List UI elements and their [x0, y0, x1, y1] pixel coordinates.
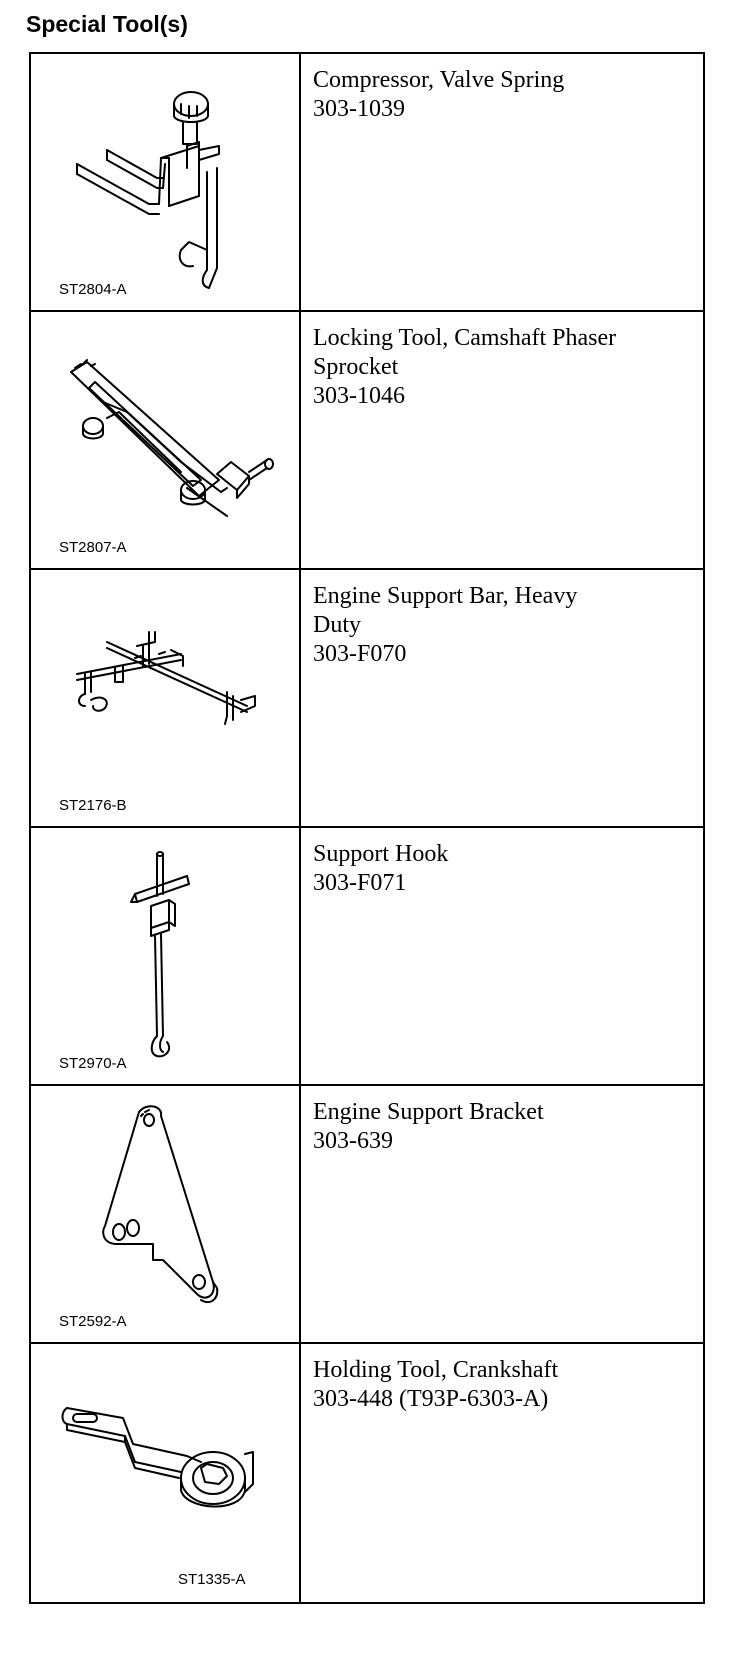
tool-name: Support Hook: [313, 841, 449, 867]
tool-description-cell: Compressor, Valve Spring 303-1039: [299, 52, 705, 312]
tool-description-cell: Support Hook 303-F071: [299, 826, 705, 1086]
tool-image-cell: ST2804-A: [29, 52, 301, 312]
tool-image-cell: ST2176-B: [29, 568, 301, 828]
tool-image-cell: ST2807-A: [29, 310, 301, 570]
table-row: ST1335-A Holding Tool, Crankshaft 303-44…: [29, 1342, 705, 1604]
tool-name: Compressor, Valve Spring: [313, 67, 565, 93]
tool-part-number: 303-1039: [313, 96, 405, 122]
tool-description-cell: Engine Support Bracket 303-639: [299, 1084, 705, 1344]
tool-part-number: 303-F071: [313, 870, 407, 896]
crankshaft-holding-tool-icon: [61, 1407, 254, 1508]
special-tools-table: ST2804-A Compressor, Valve Spring 303-10…: [29, 52, 705, 1604]
tool-description-cell: Engine Support Bar, Heavy Duty 303-F070: [299, 568, 705, 828]
table-row: ST2592-A Engine Support Bracket 303-639: [29, 1084, 705, 1344]
tool-name-continued: Duty: [313, 612, 361, 638]
page-title: Special Tool(s): [26, 11, 188, 37]
tool-description-cell: Locking Tool, Camshaft Phaser Sprocket 3…: [299, 310, 705, 570]
tool-image-cell: ST1335-A: [29, 1342, 301, 1604]
tool-part-number: 303-448 (T93P-6303-A): [313, 1386, 549, 1412]
tool-name: Engine Support Bracket: [313, 1099, 544, 1125]
tool-code: ST2176-B: [59, 797, 127, 814]
tool-part-number: 303-639: [313, 1128, 393, 1154]
table-row: ST2970-A Support Hook 303-F071: [29, 826, 705, 1086]
tool-name: Engine Support Bar, Heavy: [313, 583, 578, 609]
table-row: ST2804-A Compressor, Valve Spring 303-10…: [29, 52, 705, 312]
engine-support-bracket-icon: [102, 1105, 219, 1304]
tool-name: Holding Tool, Crankshaft: [313, 1357, 559, 1383]
tool-code: ST2804-A: [59, 281, 127, 298]
tool-description-cell: Holding Tool, Crankshaft 303-448 (T93P-6…: [299, 1342, 705, 1604]
tool-code: ST1335-A: [178, 1571, 246, 1588]
tool-part-number: 303-F070: [313, 641, 407, 667]
support-hook-icon: [130, 851, 190, 1058]
tool-code: ST2970-A: [59, 1055, 127, 1072]
tool-name: Locking Tool, Camshaft Phaser: [313, 325, 617, 351]
tool-code: ST2592-A: [59, 1313, 127, 1330]
tool-name-continued: Sprocket: [313, 354, 399, 380]
table-row: ST2807-A Locking Tool, Camshaft Phaser S…: [29, 310, 705, 570]
table-row: ST2176-B Engine Support Bar, Heavy Duty …: [29, 568, 705, 828]
tool-code: ST2807-A: [59, 539, 127, 556]
tool-image-cell: ST2970-A: [29, 826, 301, 1086]
camshaft-locking-tool-icon: [70, 359, 274, 517]
tool-part-number: 303-1046: [313, 383, 405, 409]
engine-support-bar-icon: [76, 631, 256, 725]
valve-spring-compressor-icon: [76, 91, 220, 289]
tool-image-cell: ST2592-A: [29, 1084, 301, 1344]
